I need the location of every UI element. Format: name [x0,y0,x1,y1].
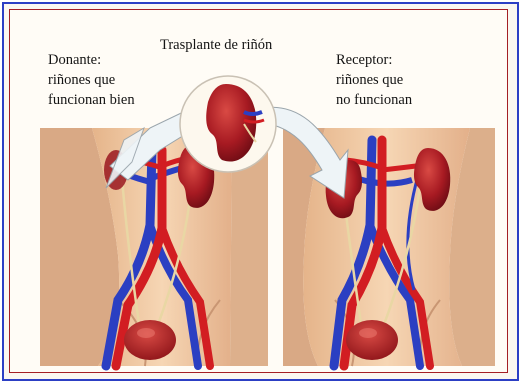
recipient-panel [283,128,495,366]
figure-title: Trasplante de riñón [160,36,272,55]
donor-label-line3: funcionan bien [48,91,135,110]
recipient-label-line2: riñones que [336,71,403,90]
donor-label-line1: Donante: [48,51,101,70]
donor-label-line2: riñones que [48,71,115,90]
transplant-kidney-circle [180,76,276,172]
recipient-label-line1: Receptor: [336,51,392,70]
recipient-label-line3: no funcionan [336,91,412,110]
